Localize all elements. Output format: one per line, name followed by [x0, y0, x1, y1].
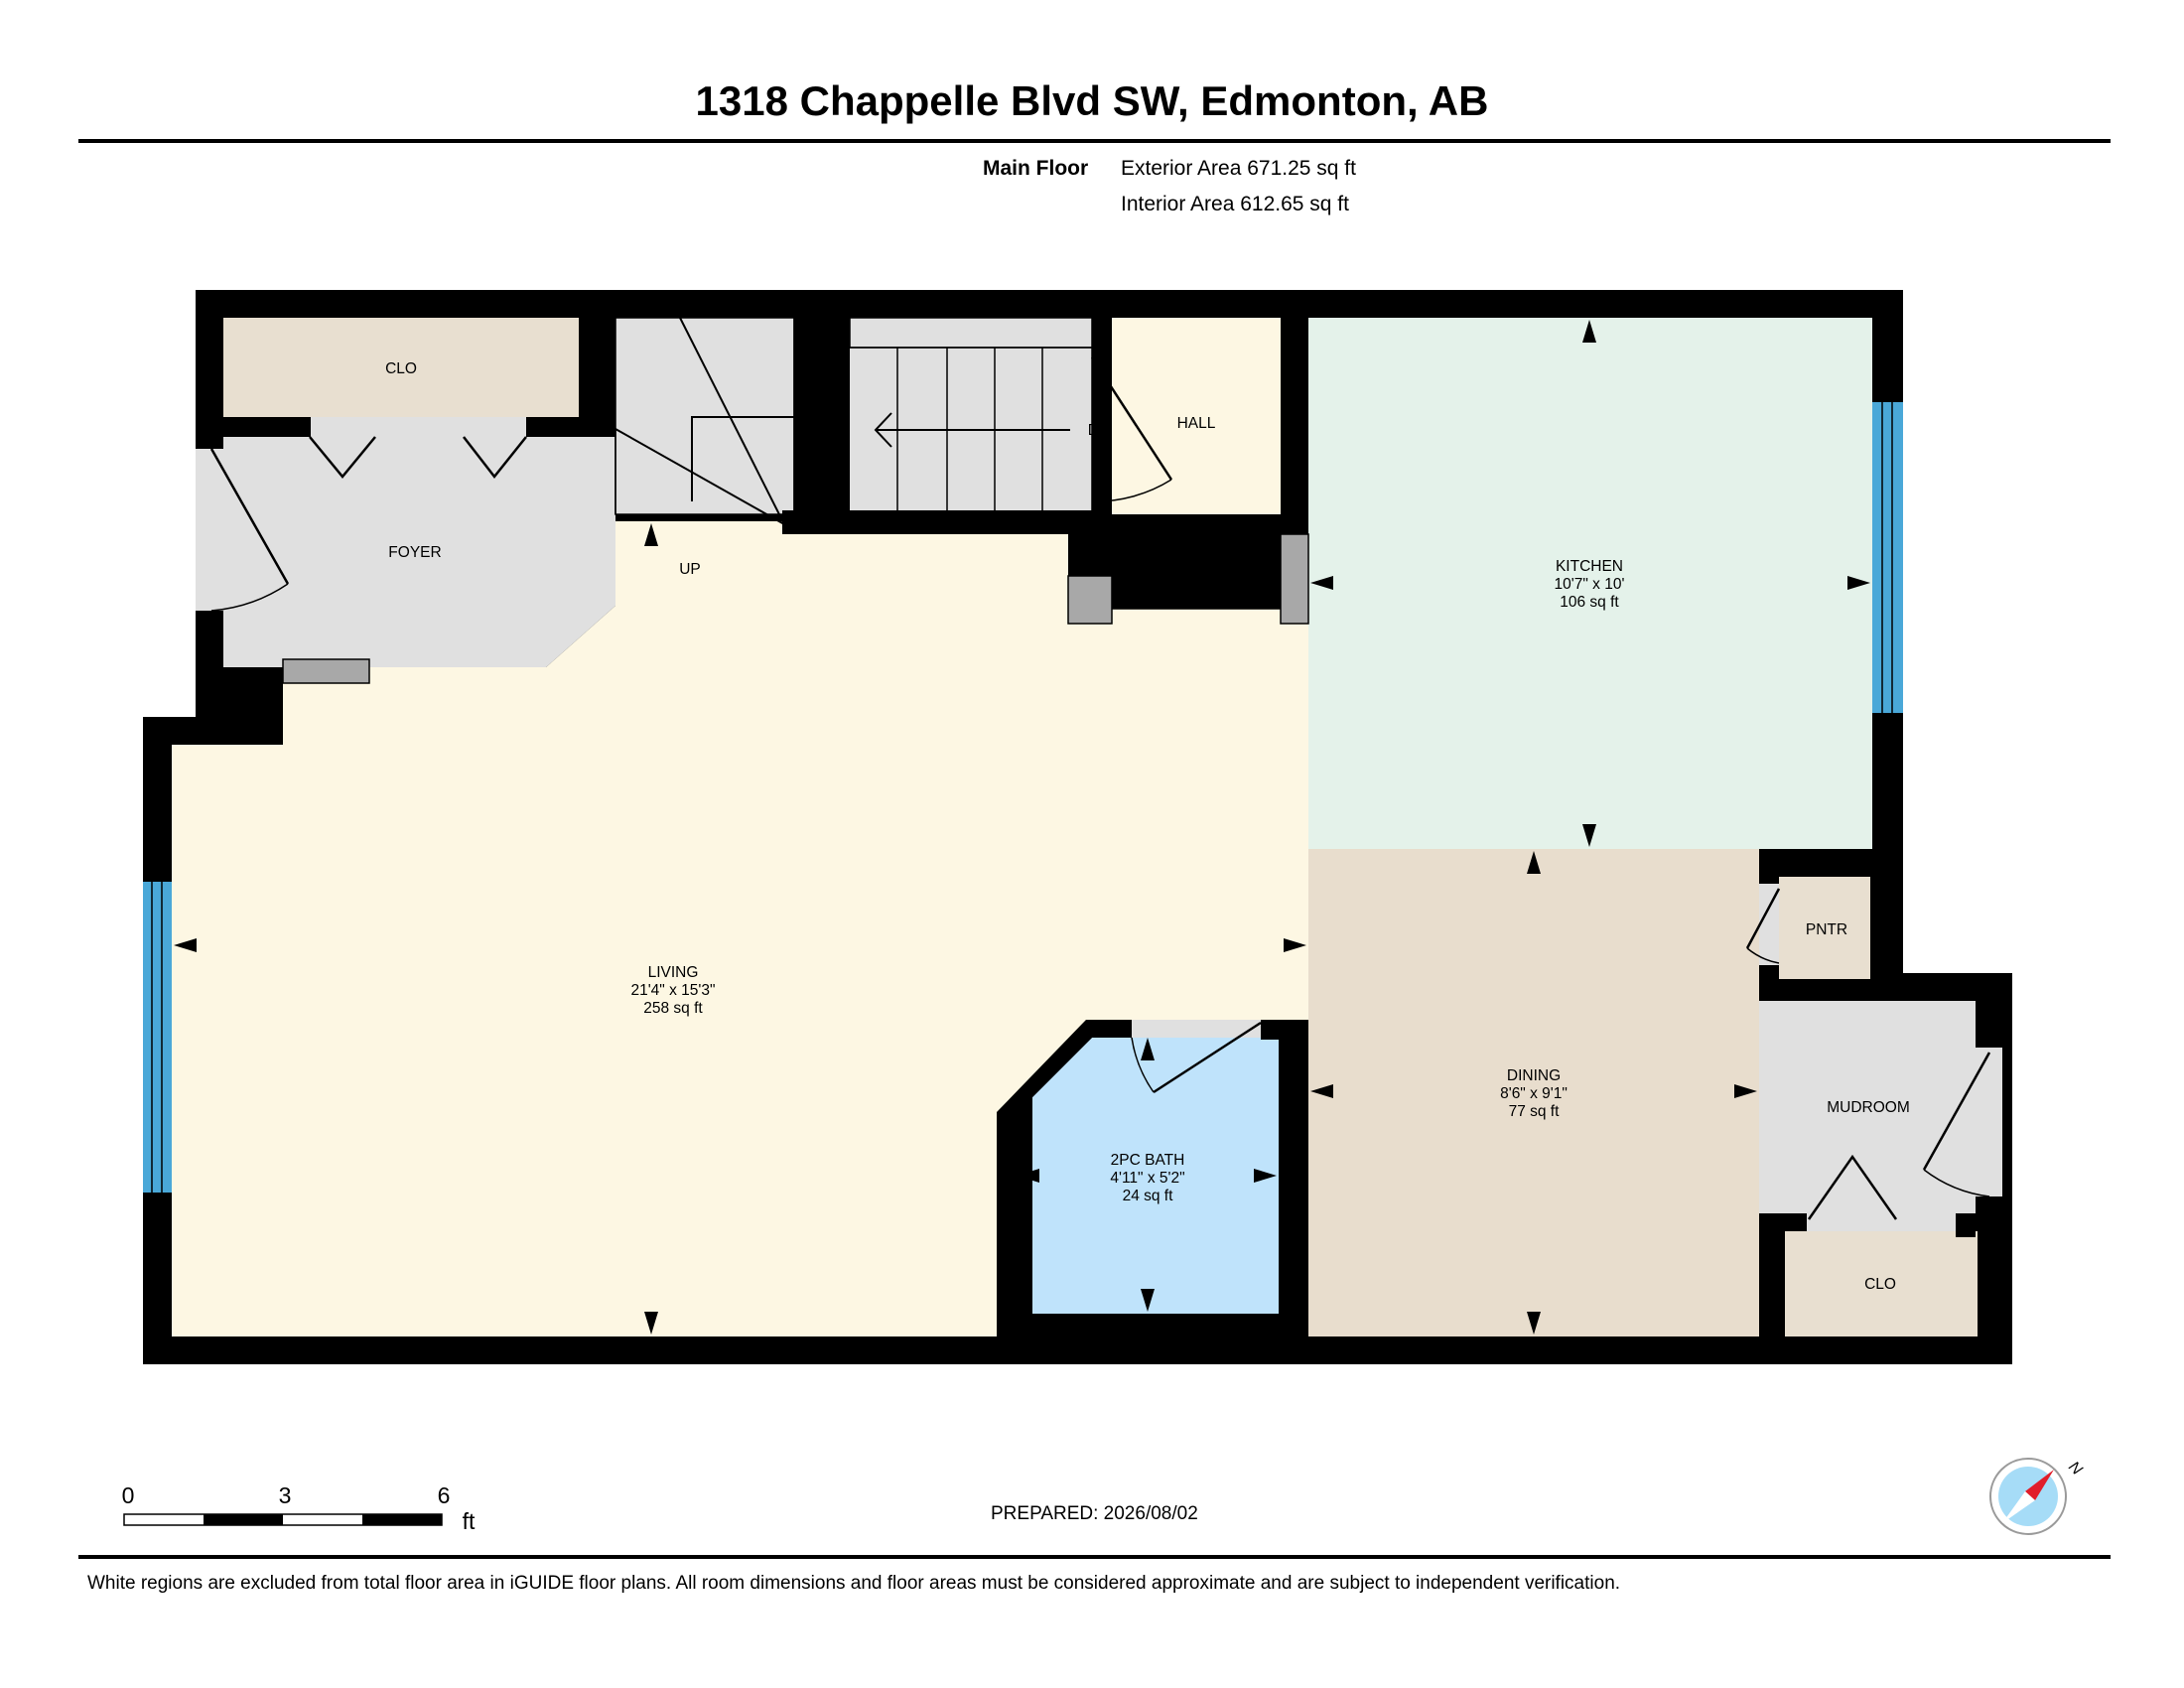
interior-area: Interior Area 612.65 sq ft: [1121, 193, 1349, 215]
footer-divider: [78, 1555, 2111, 1559]
bath-dims: 4'11" x 5'2": [1110, 1170, 1184, 1187]
mudroom-closet: [1779, 1231, 1978, 1336]
stair-down: [850, 318, 1092, 510]
hall-area: [1112, 318, 1281, 514]
compass-icon: N: [1989, 1458, 2086, 1535]
disclaimer: White regions are excluded from total fl…: [87, 1573, 1621, 1594]
dimension-arrows: [174, 320, 1870, 1335]
foyer-closet-opening: [311, 417, 526, 437]
dining-area-text: 77 sq ft: [1509, 1103, 1561, 1120]
dining-name: DINING: [1507, 1067, 1561, 1084]
bath-door-opening: [1132, 1020, 1261, 1038]
hall-label: HALL: [1177, 415, 1216, 432]
scale-unit: ft: [463, 1508, 476, 1534]
living-name: LIVING: [648, 964, 699, 981]
living-dims: 21'4" x 15'3": [630, 982, 715, 999]
kitchen-dims: 10'7" x 10': [1555, 576, 1625, 593]
scale-bar: 0 3 6 ft: [122, 1482, 476, 1534]
bath-name: 2PC BATH: [1111, 1152, 1185, 1169]
foyer-label: FOYER: [388, 544, 441, 561]
header-divider: [78, 139, 2111, 143]
page-title: 1318 Chappelle Blvd SW, Edmonton, AB: [695, 77, 1489, 124]
mudroom-door-opening: [1976, 1048, 2002, 1196]
window-kitchen: [1872, 402, 1903, 713]
front-door-opening: [196, 449, 223, 611]
stair-details: [614, 317, 1281, 610]
clo-mudroom-label: CLO: [1864, 1276, 1896, 1293]
kitchen-name: KITCHEN: [1556, 558, 1623, 575]
stair-post-right: [1280, 533, 1309, 625]
bath-area-text: 24 sq ft: [1123, 1188, 1174, 1204]
stair-down-label: DN: [1088, 422, 1110, 439]
stair-post-left: [1067, 575, 1113, 625]
kitchen-area-text: 106 sq ft: [1560, 594, 1619, 611]
foyer-area: [223, 437, 615, 667]
clo-foyer-label: CLO: [385, 360, 417, 377]
foyer-bench: [282, 658, 370, 684]
pantry-door-opening: [1759, 884, 1779, 965]
pantry-area: [1779, 877, 1870, 979]
compass-north-label: N: [2065, 1459, 2086, 1479]
scale-tick-6: 6: [438, 1482, 451, 1508]
living-area-text: 258 sq ft: [643, 1000, 703, 1017]
mudroom-label: MUDROOM: [1827, 1099, 1910, 1116]
prepared-date: PREPARED: 2026/08/02: [991, 1503, 1198, 1524]
mudroom-closet-opening: [1807, 1213, 1956, 1231]
window-living: [143, 882, 172, 1193]
dining-area: [1308, 849, 1759, 1336]
kitchen-area: [1308, 318, 1872, 849]
door-swings: [209, 356, 1991, 1220]
dining-dims: 8'6" x 9'1": [1500, 1085, 1568, 1102]
pantry-label: PNTR: [1806, 921, 1847, 938]
stair-up-label: UP: [679, 561, 701, 578]
foyer-closet: [223, 318, 579, 417]
floor-label: Main Floor: [983, 157, 1089, 180]
bath-area: [1015, 1038, 1279, 1314]
scale-tick-0: 0: [122, 1482, 135, 1508]
scale-tick-3: 3: [279, 1482, 292, 1508]
living-area: [172, 514, 1308, 1336]
exterior-area: Exterior Area 671.25 sq ft: [1121, 157, 1356, 180]
